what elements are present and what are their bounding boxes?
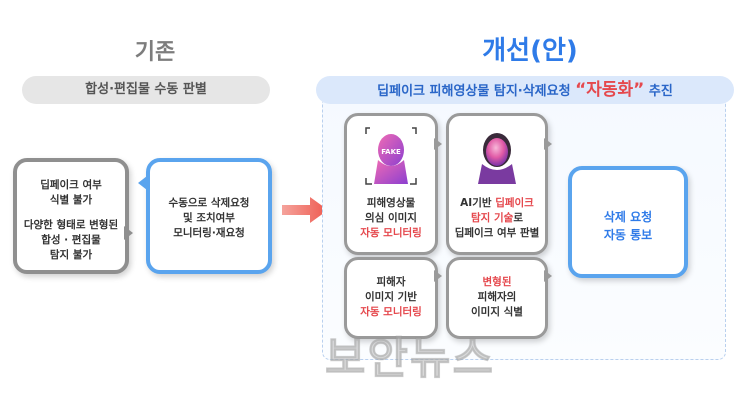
victim-line-2: 이미지 기반 xyxy=(365,291,417,303)
ai-line-2: 탐지 기술로 xyxy=(449,211,545,226)
watermark-logo: 보안뉴스 xyxy=(325,333,495,385)
problem-line-3: 다양한 형태로 변형된 xyxy=(23,219,119,231)
fake-label: FAKE xyxy=(381,148,401,156)
existing-problem-box: 딥페이크 여부 식별 불가 다양한 형태로 변형된 합성 · 편집물 탐지 불가 xyxy=(13,158,129,274)
victim-line-1: 피해자 xyxy=(376,276,406,288)
improvement-subtitle: 딥페이크 피해영상물 탐지·삭제요청 “자동화” 추진 xyxy=(316,76,734,104)
deletion-line-2: 자동 통보 xyxy=(603,228,653,242)
suspect-image-monitoring-box: FAKE 피해영상물 의심 이미지 자동 모니터링 xyxy=(344,113,438,255)
suspect-line-2: 의심 이미지 xyxy=(365,212,417,224)
bubble-tail xyxy=(138,176,147,190)
bubble-tail xyxy=(124,226,133,240)
ai-line-1: AI기반 딥페이크 xyxy=(449,196,545,211)
existing-manual-box: 수동으로 삭제요청 및 조치여부 모니터링·재요청 xyxy=(146,158,272,274)
ai-line-1a: AI기반 xyxy=(460,197,492,209)
victim-image-monitoring-box: 피해자 이미지 기반 자동 모니터링 xyxy=(344,257,438,339)
auto-deletion-request-box: 삭제 요청 자동 통보 xyxy=(568,166,688,278)
manual-line-3: 모니터링·재요청 xyxy=(173,227,245,239)
subtitle-prefix: 딥페이크 피해영상물 탐지·삭제요청 xyxy=(377,84,571,99)
existing-title: 기존 xyxy=(134,40,176,65)
manual-line-1: 수동으로 삭제요청 xyxy=(168,197,250,209)
problem-line-4: 합성 · 편집물 xyxy=(41,234,101,246)
ai-detection-box: AI기반 딥페이크 탐지 기술로 딥페이크 여부 판별 xyxy=(446,113,548,255)
modified-line-2: 피해자의 xyxy=(477,291,517,303)
suspect-line-1: 피해영상물 xyxy=(366,197,416,209)
bubble-tail xyxy=(544,138,552,150)
ai-line-2a: 탐지 기술 xyxy=(471,212,514,224)
subtitle-highlight: “자동화” xyxy=(575,80,645,100)
problem-line-2: 식별 불가 xyxy=(49,194,93,206)
deletion-line-1: 삭제 요청 xyxy=(603,210,653,224)
modified-image-identify-box: 변형된 피해자의 이미지 식별 xyxy=(446,257,548,339)
problem-line-5: 탐지 불가 xyxy=(49,249,93,261)
subtitle-suffix: 추진 xyxy=(648,84,673,99)
victim-line-3: 자동 모니터링 xyxy=(360,306,422,318)
ai-line-2b: 로 xyxy=(513,212,523,224)
arrow-right-icon xyxy=(282,197,328,223)
ai-line-1b: 딥페이크 xyxy=(495,197,534,209)
problem-line-1: 딥페이크 여부 xyxy=(40,179,102,191)
ai-line-3: 딥페이크 여부 판별 xyxy=(454,227,540,239)
modified-line-3: 이미지 식별 xyxy=(471,306,523,318)
suspect-line-3: 자동 모니터링 xyxy=(360,227,422,239)
bubble-tail xyxy=(434,270,442,282)
improvement-title: 개선(안) xyxy=(482,36,578,66)
modified-line-1: 변형된 xyxy=(482,276,512,288)
bubble-tail xyxy=(434,138,442,150)
manual-line-2: 및 조치여부 xyxy=(183,212,235,224)
fake-face-icon: FAKE xyxy=(365,127,417,185)
bubble-tail xyxy=(544,270,552,282)
existing-subtitle: 합성·편집물 수동 판별 xyxy=(22,76,270,104)
ai-face-icon xyxy=(478,133,516,184)
